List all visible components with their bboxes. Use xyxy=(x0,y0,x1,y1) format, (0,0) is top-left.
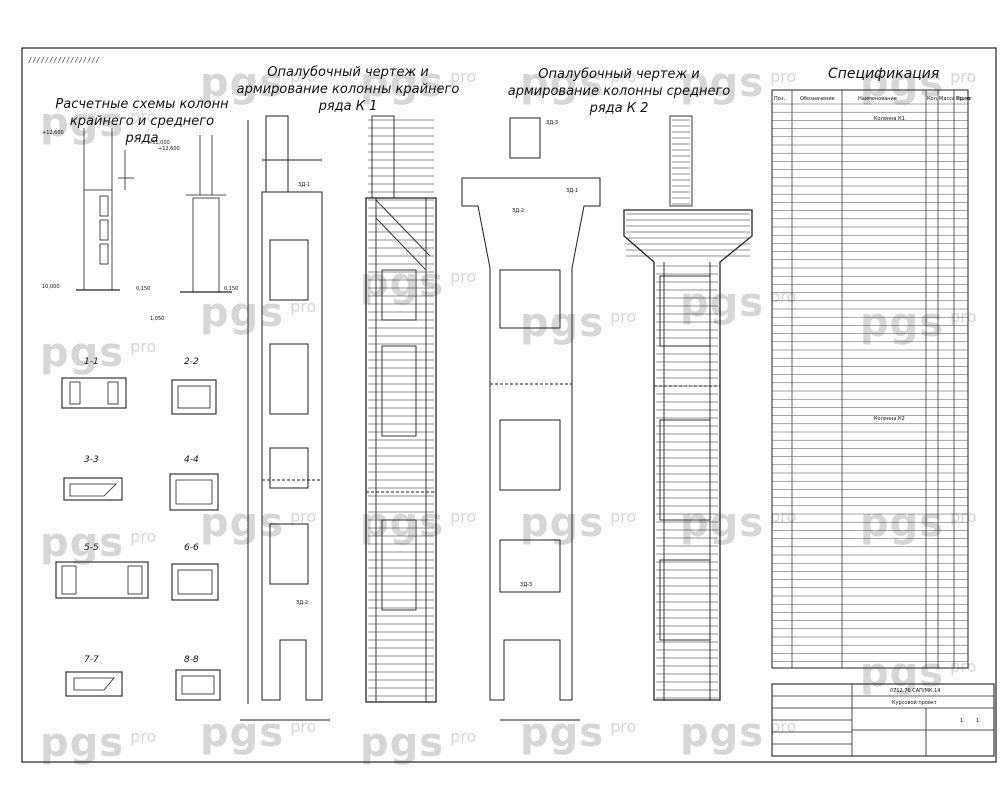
spec-h-note: Прим. xyxy=(956,96,972,102)
k1-formwork xyxy=(240,115,330,721)
zd-k1-2: ЗД-2 xyxy=(296,600,308,606)
spec-h-code: Обозначение xyxy=(800,96,835,102)
section-5-5 xyxy=(55,561,149,599)
k2-formwork xyxy=(461,117,601,721)
sheet-frame xyxy=(21,47,997,763)
tb-code: 0712.76 САП/МК.14 xyxy=(890,688,940,694)
title-k1: Опалубочный чертеж и армирование колонны… xyxy=(236,65,460,114)
elev-6: 0,150 xyxy=(224,286,238,292)
section-7-7 xyxy=(65,671,123,697)
zd-k2-4: ЗД-3 xyxy=(520,582,532,588)
title-k2: Опалубочный чертеж и армирование колонны… xyxy=(507,67,731,116)
k1-reinforcement xyxy=(365,115,437,703)
section-label-7: 7-7 xyxy=(84,655,99,665)
section-label-1: 1-1 xyxy=(84,357,99,367)
tb-subtitle: Курсовой проект xyxy=(892,699,937,706)
elev-4: 10,000 xyxy=(42,284,60,290)
k1-stirrups xyxy=(368,119,434,697)
elev-1: +12,600 xyxy=(42,130,64,136)
k2-stirrups xyxy=(626,119,750,699)
section-6-6 xyxy=(171,563,219,601)
tb-sheet: 1 xyxy=(960,718,963,724)
spec-group-k2: Колонна К2 xyxy=(874,416,905,422)
scheme-middle-column xyxy=(180,135,232,293)
title-schemes: Расчетные схемы колонн крайнего и средне… xyxy=(55,97,229,146)
section-label-8: 8-8 xyxy=(184,655,199,665)
section-8-8 xyxy=(175,669,221,701)
section-label-5: 5-5 xyxy=(84,543,99,553)
section-1-1 xyxy=(61,377,127,409)
title-block xyxy=(771,683,995,757)
section-label-4: 4-4 xyxy=(184,455,199,465)
section-3-3 xyxy=(63,477,123,501)
tb-sheets: 1 xyxy=(976,718,979,724)
elev-2: +11,000 xyxy=(148,140,170,146)
section-label-3: 3-3 xyxy=(84,455,99,465)
section-label-2: 2-2 xyxy=(184,357,199,367)
scheme-edge-column xyxy=(76,128,134,291)
zd-k2-1: ЗД-3 xyxy=(546,120,558,126)
zd-k1-1: ЗД-1 xyxy=(298,182,310,188)
sheet-stamp: ///////////////// xyxy=(28,56,100,64)
spec-h-qty: Кол. xyxy=(927,96,939,102)
section-4-4 xyxy=(169,473,219,511)
elev-7: 1,050 xyxy=(150,316,164,322)
title-spec: Спецификация xyxy=(828,66,940,82)
elev-5: 0,150 xyxy=(136,286,150,292)
zd-k2-2: ЗД-1 xyxy=(566,188,578,194)
spec-rows xyxy=(772,103,968,662)
section-label-6: 6-6 xyxy=(184,543,199,553)
elev-3: +12,600 xyxy=(158,146,180,152)
k2-reinforcement xyxy=(623,115,753,701)
section-2-2 xyxy=(171,379,217,415)
spec-group-k1: Колонна К1 xyxy=(874,116,905,122)
spec-table xyxy=(771,89,969,669)
spec-h-pos: Поз. xyxy=(774,96,785,102)
zd-k2-3: ЗД-2 xyxy=(512,208,524,214)
spec-h-mass: Масса ед. кг xyxy=(939,96,972,102)
spec-h-name: Наименование xyxy=(858,96,897,102)
